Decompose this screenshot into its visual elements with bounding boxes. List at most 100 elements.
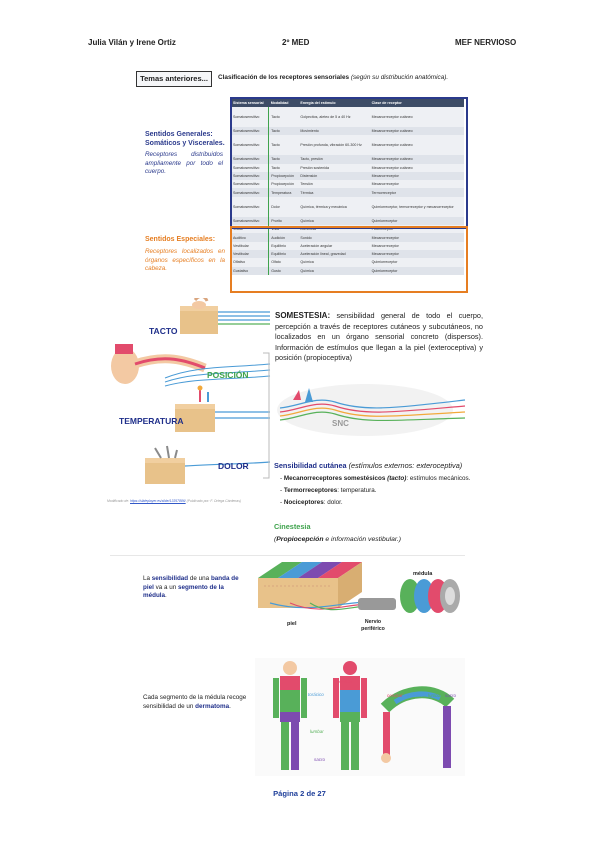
table-cell: Propiocepción (268, 180, 299, 189)
table-cell: Mecanorreceptor cutáneo (369, 107, 464, 127)
table-cell: Mecanorreceptor cutáneo (369, 163, 464, 172)
special-senses-desc: Receptores localizados en órganos especí… (145, 248, 225, 272)
table-cell: Equilibrio (268, 249, 299, 259)
caption-pre: Modificado de: (107, 499, 130, 503)
table-cell: Química (298, 266, 370, 275)
back-figure (333, 661, 367, 770)
skin-block-temperatura (175, 385, 270, 432)
item-term: Termorreceptores (283, 487, 338, 494)
table-cell: Mecanorreceptor (369, 180, 464, 189)
table-cell: Visual (231, 225, 269, 234)
table-cell: Tensión (298, 180, 370, 189)
table-cell: Prurito (268, 216, 299, 226)
somestesia-term: SOMESTESIA: (275, 311, 331, 320)
table-cell: Temperatura (268, 188, 299, 197)
classification-title-main: Clasificación de los receptores sensoria… (218, 74, 350, 81)
table-cell: Quimiorreceptor (369, 216, 464, 226)
table-cell: Aceleración angular (298, 241, 370, 250)
table-cell: Golpecitos, aleteo de 5 a 40 Hz (298, 107, 370, 127)
general-senses-box (230, 97, 468, 229)
caption-post: (Publicado por: F. Ortega Cárdenas) (185, 499, 242, 503)
text-part: de una (188, 575, 211, 582)
bent-figure (380, 686, 455, 768)
special-senses-title: Sentidos Especiales: (145, 236, 216, 243)
image-caption: Modificado de: https://slideplayer.es/sl… (107, 499, 241, 503)
temas-anteriores-button[interactable]: Temas anteriores... (136, 71, 212, 87)
table-cell: Audición (268, 233, 299, 242)
cinestesia-title: Cinestesia (274, 522, 311, 531)
table-cell: Somatosensitivo (231, 188, 269, 197)
item-text: : dolor. (323, 499, 343, 506)
table-cell: Química (298, 258, 370, 267)
spinal-cord-segments (400, 579, 460, 613)
table-header-cell: Sistema sensorial (231, 98, 269, 107)
table-cell: Mecanorreceptor (369, 249, 464, 259)
table-cell: Somatosensitivo (231, 135, 269, 156)
legend-sacro: sacro (445, 693, 457, 698)
list-item: - Termorreceptores: temperatura. (280, 487, 377, 494)
item-term-note: (tacto) (387, 475, 407, 482)
dermatoma-text: Cada segmento de la médula recoge sensib… (143, 694, 263, 711)
table-cell: Tacto (268, 163, 299, 172)
classification-title: Clasificación de los receptores sensoria… (218, 74, 448, 81)
table-cell: Olfativo (231, 258, 269, 267)
table-cell: Tacto (268, 127, 299, 136)
table-cell: Quimiorreceptor, termorreceptor y mecano… (369, 196, 464, 217)
table-cell: Somatosensitivo (231, 107, 269, 127)
table-cell: Movimiento (298, 127, 370, 136)
skin-block-tacto (180, 298, 270, 334)
cutanea-title: Sensibilidad cutánea (274, 461, 347, 470)
page-number: Página 2 de 27 (273, 789, 326, 798)
table-cell: Sonido (298, 233, 370, 242)
item-text: : temperatura. (337, 487, 377, 494)
table-header-cell: Clase de receptor (369, 98, 464, 107)
table-cell: Somatosensitivo (231, 196, 269, 217)
table-cell: Equilibrio (268, 241, 299, 250)
table-cell: Somatosensitivo (231, 127, 269, 136)
table-cell: Aceleración lineal, gravedad (298, 249, 370, 259)
general-senses-desc: Receptores distribuidos ampliamente por … (145, 151, 223, 175)
table-cell: Somatosensitivo (231, 180, 269, 189)
somesthesia-illustration (111, 298, 271, 484)
skin-block-dolor (145, 445, 271, 484)
table-cell: Somatosensitivo (231, 155, 269, 164)
skin-band-illustration (258, 562, 460, 613)
header-topic: MEF NERVIOSO (455, 38, 517, 47)
header-course: 2º MED (282, 38, 310, 47)
label-dolor: DOLOR (218, 461, 249, 471)
legend-cervical: cervical (387, 693, 403, 698)
front-figure (273, 661, 307, 770)
header-authors: Julia Vilán y Irene Ortiz (88, 38, 176, 47)
item-text: : estímulos mecánicos. (406, 475, 471, 482)
somestesia-text: sensibilidad general de todo el cuerpo, … (275, 311, 483, 363)
table-cell: Somatosensitivo (231, 171, 269, 181)
text-bold: dermatoma (195, 702, 230, 710)
text-bold: segmento de la médula (143, 583, 224, 600)
sensibilidad-banda-text: La sensibilidad de una banda de piel va … (143, 575, 245, 601)
table-cell: Tacto (268, 135, 299, 156)
table-cell: Térmica (298, 188, 370, 197)
caption-link[interactable]: https://slideplayer.es/slide/13357886/ (130, 499, 186, 503)
text-part: . (165, 592, 167, 600)
table-cell: Distensión (298, 171, 370, 181)
text-bold: banda de piel (143, 575, 239, 591)
table-cell: Fotorreceptor (369, 225, 464, 234)
cinestesia-bold: Propiocepción (276, 536, 324, 543)
cinestesia-desc: (Propiocepción e información vestibular.… (274, 536, 402, 543)
table-cell: Mecanorreceptor cutáneo (369, 127, 464, 136)
table-cell: Somatosensitivo (231, 163, 269, 172)
